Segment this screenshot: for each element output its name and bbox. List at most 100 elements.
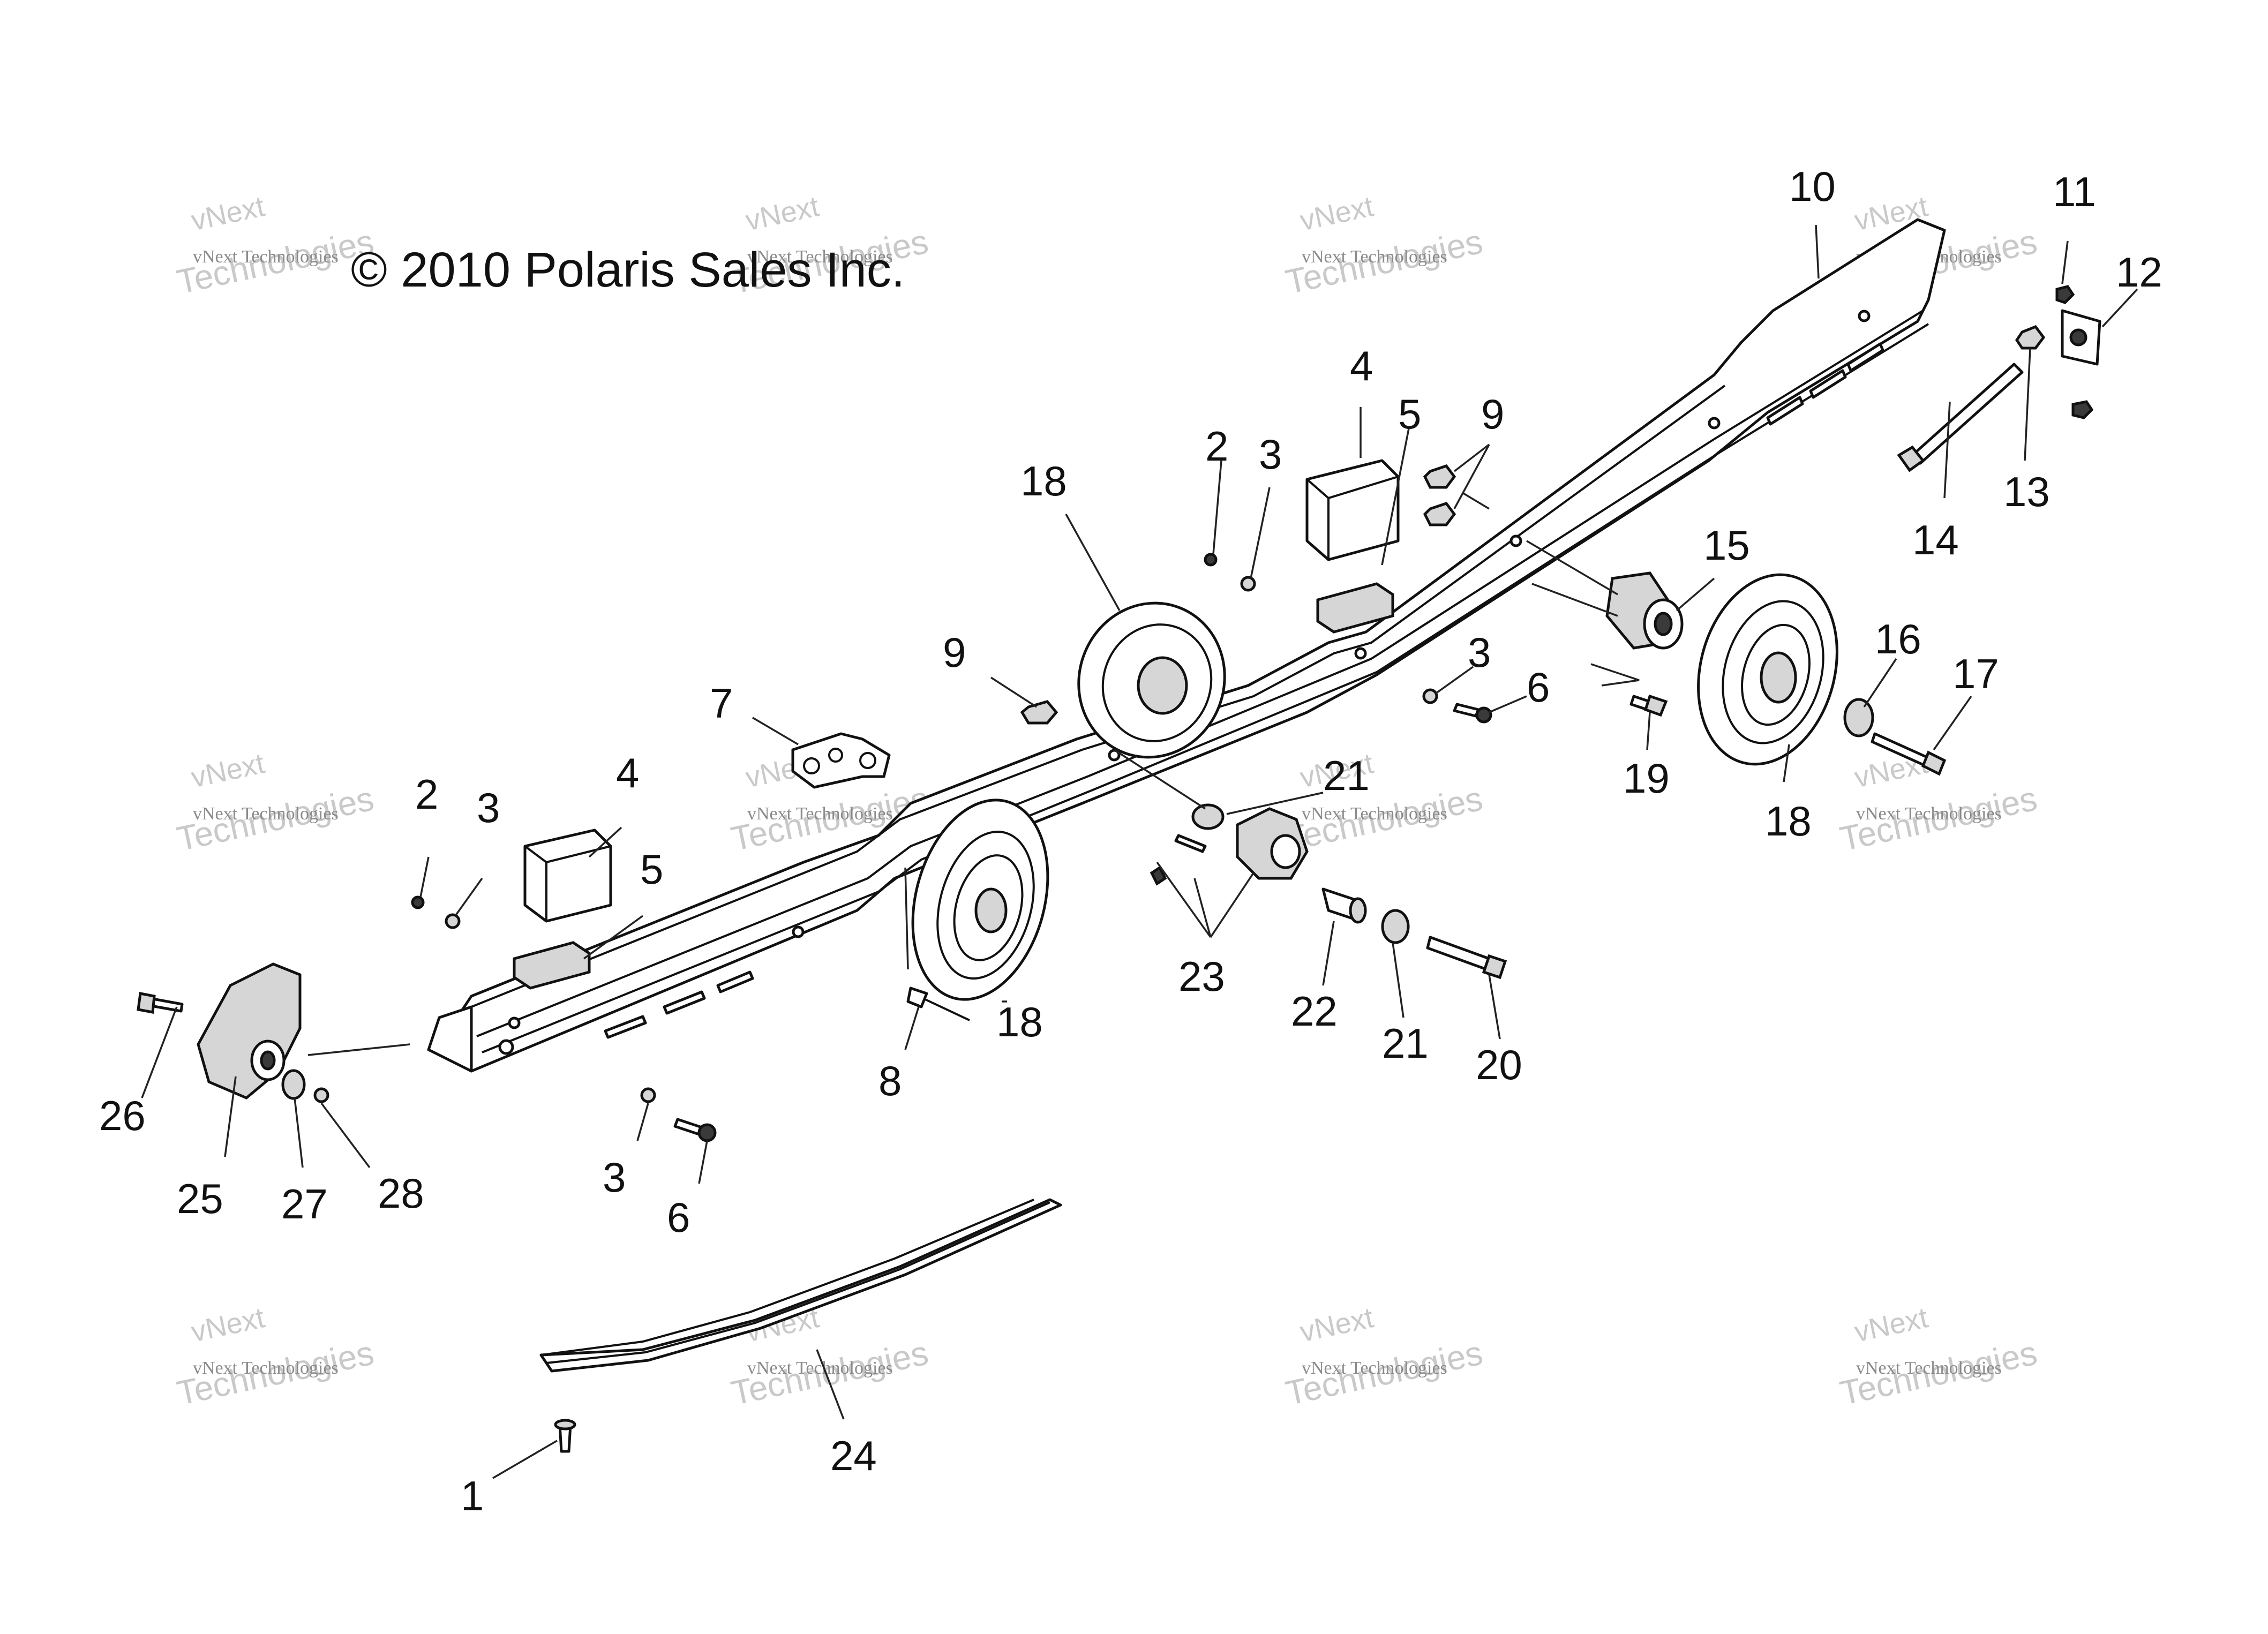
- watermark-small-text: vNext Technologies: [193, 1358, 339, 1378]
- screw-1[interactable]: [554, 1419, 576, 1453]
- rail-clip-lower[interactable]: [513, 941, 591, 990]
- bolt-14[interactable]: [1897, 363, 2024, 472]
- leader-lines: [141, 224, 2138, 1479]
- idler-wheel-right[interactable]: [1678, 559, 1858, 780]
- nut-28[interactable]: [313, 1087, 329, 1103]
- watermark-small-text: vNext Technologies: [193, 804, 339, 824]
- end-cap-25[interactable]: [197, 962, 302, 1100]
- washer-27[interactable]: [281, 1069, 306, 1100]
- watermark-small-text: vNext Technologies: [1302, 1358, 1447, 1378]
- callout-18b: 18: [1765, 797, 1812, 845]
- idler-wheel-lower[interactable]: [892, 785, 1069, 1014]
- callout-13: 13: [2003, 468, 2050, 515]
- callout-5b: 5: [640, 846, 663, 893]
- callout-9: 9: [1481, 390, 1504, 438]
- rail-clip-upper[interactable]: [1316, 582, 1394, 634]
- spacer-22[interactable]: [1321, 887, 1367, 924]
- callout-27: 27: [281, 1180, 328, 1228]
- nut-3-upper[interactable]: [1240, 576, 1256, 592]
- bushing-15[interactable]: [1605, 571, 1684, 650]
- rail-block-lower[interactable]: [523, 829, 612, 923]
- callout-21: 21: [1323, 752, 1370, 799]
- washer-16[interactable]: [1843, 698, 1874, 737]
- watermark-top-text: vNext: [743, 190, 822, 237]
- bolt-19[interactable]: [1629, 694, 1668, 717]
- callout-18c: 18: [996, 998, 1043, 1045]
- watermark-top-text: vNext: [189, 190, 268, 237]
- watermark-small-text: vNext Technologies: [1302, 804, 1447, 824]
- bolt-20[interactable]: [1426, 936, 1507, 980]
- screw-6-right[interactable]: [1453, 703, 1492, 724]
- callout-6: 6: [1527, 664, 1550, 711]
- watermark-top-text: vNext: [1297, 190, 1377, 237]
- wear-strip[interactable]: [539, 1198, 1062, 1373]
- rail-block-upper[interactable]: [1305, 459, 1400, 561]
- callout-labels: 10 11 12 4 5 9 2 3 18 13 14 15 3 6 16 17…: [99, 163, 2162, 1519]
- callout-4b: 4: [616, 749, 639, 796]
- callout-25: 25: [177, 1175, 223, 1222]
- copyright-text: © 2010 Polaris Sales Inc.: [351, 243, 905, 297]
- screw-6-bottom[interactable]: [673, 1118, 717, 1142]
- bolt-26[interactable]: [137, 992, 184, 1014]
- callout-8: 8: [878, 1057, 902, 1104]
- pin-8[interactable]: [906, 987, 970, 1021]
- nut-9-c[interactable]: [1020, 700, 1058, 725]
- nut-13b[interactable]: [2071, 400, 2094, 419]
- callout-14: 14: [1912, 516, 1959, 563]
- washer-21-upper[interactable]: [1191, 803, 1225, 830]
- callout-28: 28: [378, 1170, 424, 1217]
- bolt-17[interactable]: [1871, 732, 1947, 776]
- callout-12: 12: [2116, 249, 2162, 296]
- nut-3-right[interactable]: [1422, 688, 1438, 704]
- watermark-top-text: vNext: [1297, 1301, 1377, 1348]
- rivet-2-lower[interactable]: [411, 895, 425, 909]
- cam-adjuster-23[interactable]: [1150, 807, 1309, 886]
- watermark-small-text: vNext Technologies: [1302, 247, 1447, 267]
- callout-20: 20: [1476, 1041, 1522, 1088]
- slide-rail[interactable]: [427, 218, 1946, 1073]
- callout-1: 1: [461, 1472, 484, 1519]
- watermark-top-text: vNext: [189, 747, 268, 794]
- watermark-small-text: vNext Technologies: [1856, 1358, 2002, 1378]
- callout-7: 7: [710, 680, 733, 727]
- callout-22: 22: [1291, 988, 1338, 1035]
- watermark-small-text: vNext Technologies: [747, 247, 893, 267]
- nut-9-a[interactable]: [1423, 464, 1456, 489]
- bracket-7[interactable]: [791, 732, 891, 789]
- callout-6b: 6: [667, 1194, 690, 1241]
- watermark-small-text: vNext Technologies: [193, 247, 339, 267]
- callout-19: 19: [1623, 755, 1670, 802]
- callout-24: 24: [830, 1432, 877, 1479]
- nut-3-bottom[interactable]: [640, 1087, 656, 1103]
- watermark-top-text: vNext: [1852, 1301, 1931, 1348]
- nut-13[interactable]: [2015, 325, 2046, 350]
- watermark-top-text: vNext: [189, 1301, 268, 1348]
- callout-4: 4: [1350, 342, 1373, 389]
- watermark-small-text: vNext Technologies: [747, 804, 893, 824]
- callout-9b: 9: [943, 629, 966, 676]
- callout-16: 16: [1875, 615, 1921, 662]
- nut-3-lower[interactable]: [445, 913, 461, 929]
- watermark-small-text: vNext Technologies: [1856, 804, 2002, 824]
- callout-15: 15: [1703, 522, 1750, 569]
- callout-3b: 3: [1468, 629, 1491, 676]
- washer-21-lower[interactable]: [1381, 909, 1410, 944]
- nut-11[interactable]: [2055, 285, 2075, 304]
- callout-18: 18: [1020, 457, 1067, 504]
- rivet-2-upper[interactable]: [1204, 553, 1218, 567]
- callout-3d: 3: [603, 1154, 626, 1201]
- callout-3c: 3: [477, 784, 500, 831]
- plate-12[interactable]: [2061, 309, 2101, 366]
- callout-11: 11: [2053, 168, 2096, 215]
- callout-17: 17: [1952, 650, 1999, 697]
- nut-9-b[interactable]: [1423, 502, 1456, 526]
- callout-2b: 2: [415, 771, 438, 818]
- idler-wheel-upper[interactable]: [1057, 583, 1246, 778]
